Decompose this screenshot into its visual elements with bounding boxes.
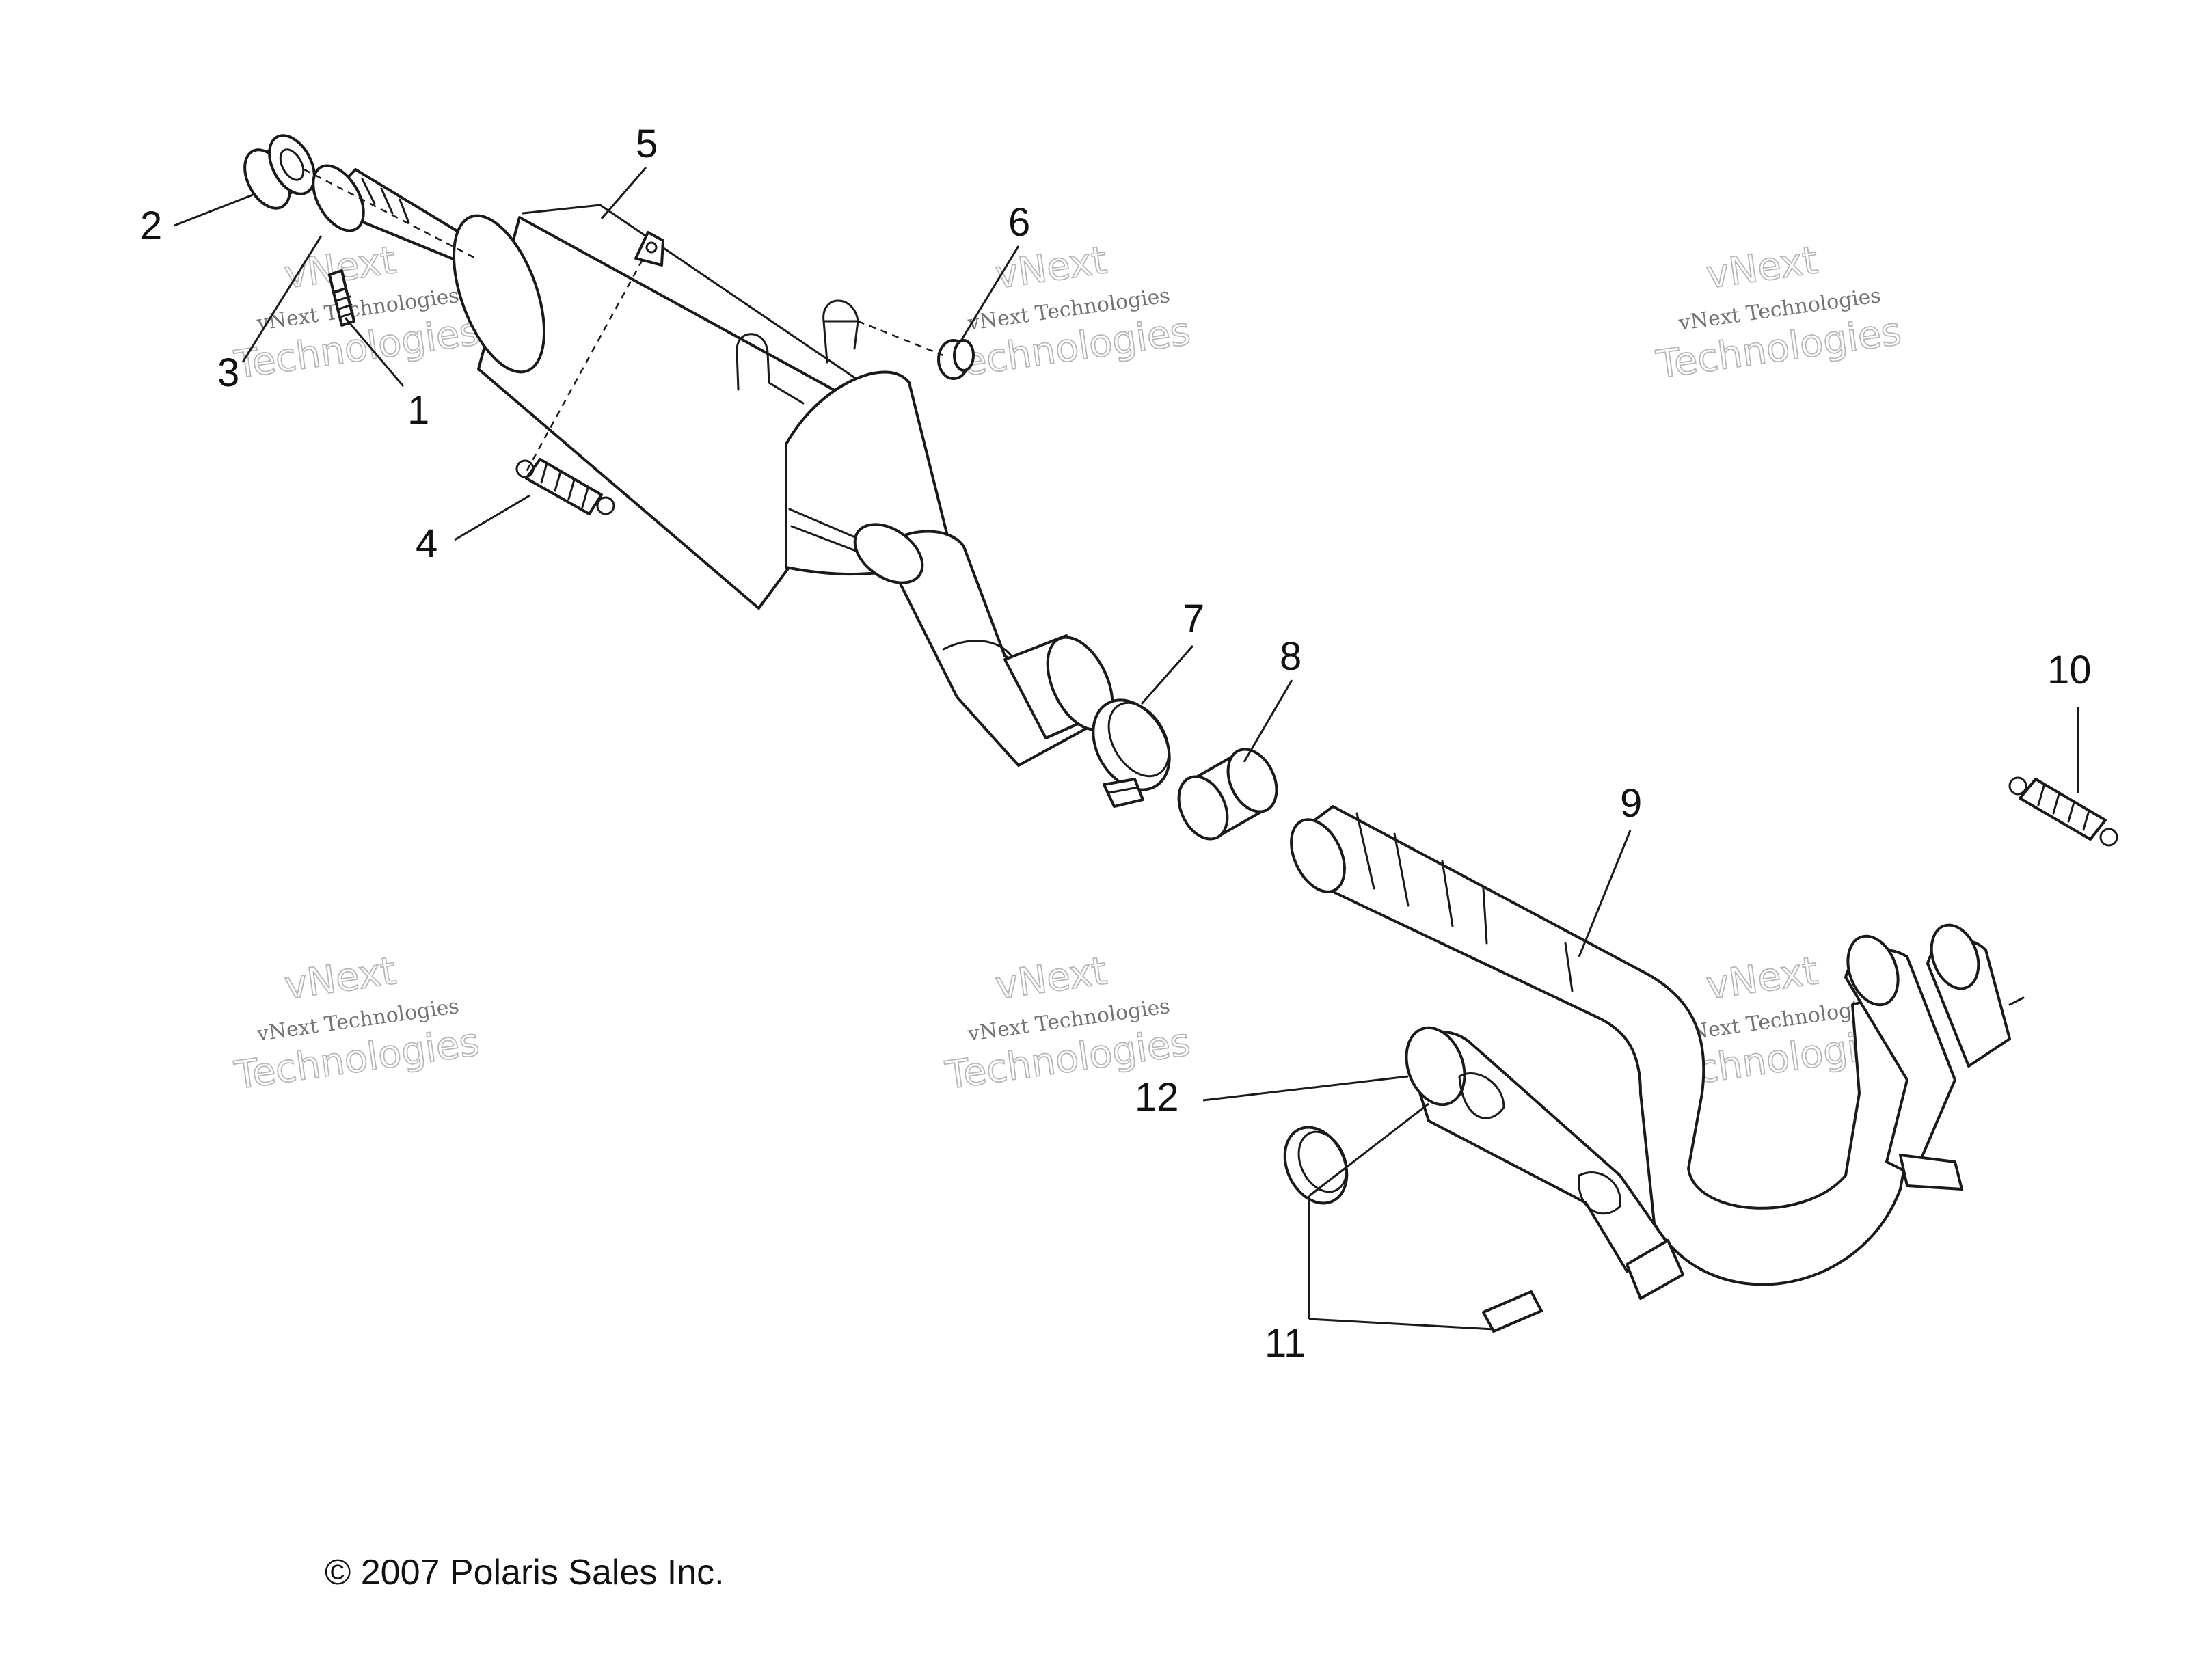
svg-text:vNext: vNext [993, 949, 1109, 1008]
copyright-notice: © 2007 Polaris Sales Inc. [325, 1553, 725, 1592]
callout-3: 3 [217, 351, 239, 395]
callout-4: 4 [416, 521, 437, 566]
callout-10: 10 [2047, 648, 2092, 692]
part-7-clamp [1092, 698, 1171, 808]
callout-8: 8 [1280, 634, 1301, 679]
callouts: 1 2 3 4 5 6 7 8 9 10 11 12 [140, 122, 2092, 1366]
svg-text:vNext: vNext [1703, 238, 1820, 297]
assembly-lines [304, 168, 944, 472]
svg-text:vNext: vNext [282, 949, 399, 1008]
callout-2: 2 [140, 204, 162, 248]
callout-7: 7 [1183, 597, 1204, 641]
svg-text:vNext: vNext [1703, 949, 1820, 1008]
part-5-muffler [453, 204, 952, 610]
part-1-screw [328, 269, 355, 327]
part-11-gasket-kit [1283, 1126, 1543, 1333]
watermark: vNext vNext Technologies Technologies [942, 948, 1193, 1098]
callout-12: 12 [1135, 1075, 1179, 1119]
part-2-end-cap [243, 134, 316, 210]
part-4-spring [515, 458, 615, 515]
svg-text:vNext: vNext [993, 238, 1109, 297]
part-9-head-pipe [1290, 805, 2025, 1286]
part-6-grommet [937, 339, 975, 380]
watermark: vNext vNext Technologies Technologies [231, 948, 483, 1098]
callout-1: 1 [407, 388, 429, 433]
part-12-heat-shield [1405, 1026, 1684, 1300]
callout-6: 6 [1008, 200, 1030, 245]
watermark: vNext vNext Technologies Technologies [1653, 237, 1904, 388]
callout-11: 11 [1265, 1321, 1306, 1366]
callout-5: 5 [636, 122, 658, 166]
part-5-inlet-pipe [853, 523, 1114, 767]
leader-lines [174, 167, 2079, 1331]
part-8-gasket [1177, 748, 1278, 841]
callout-9: 9 [1620, 781, 1642, 826]
part-10-spring [2008, 776, 2118, 847]
